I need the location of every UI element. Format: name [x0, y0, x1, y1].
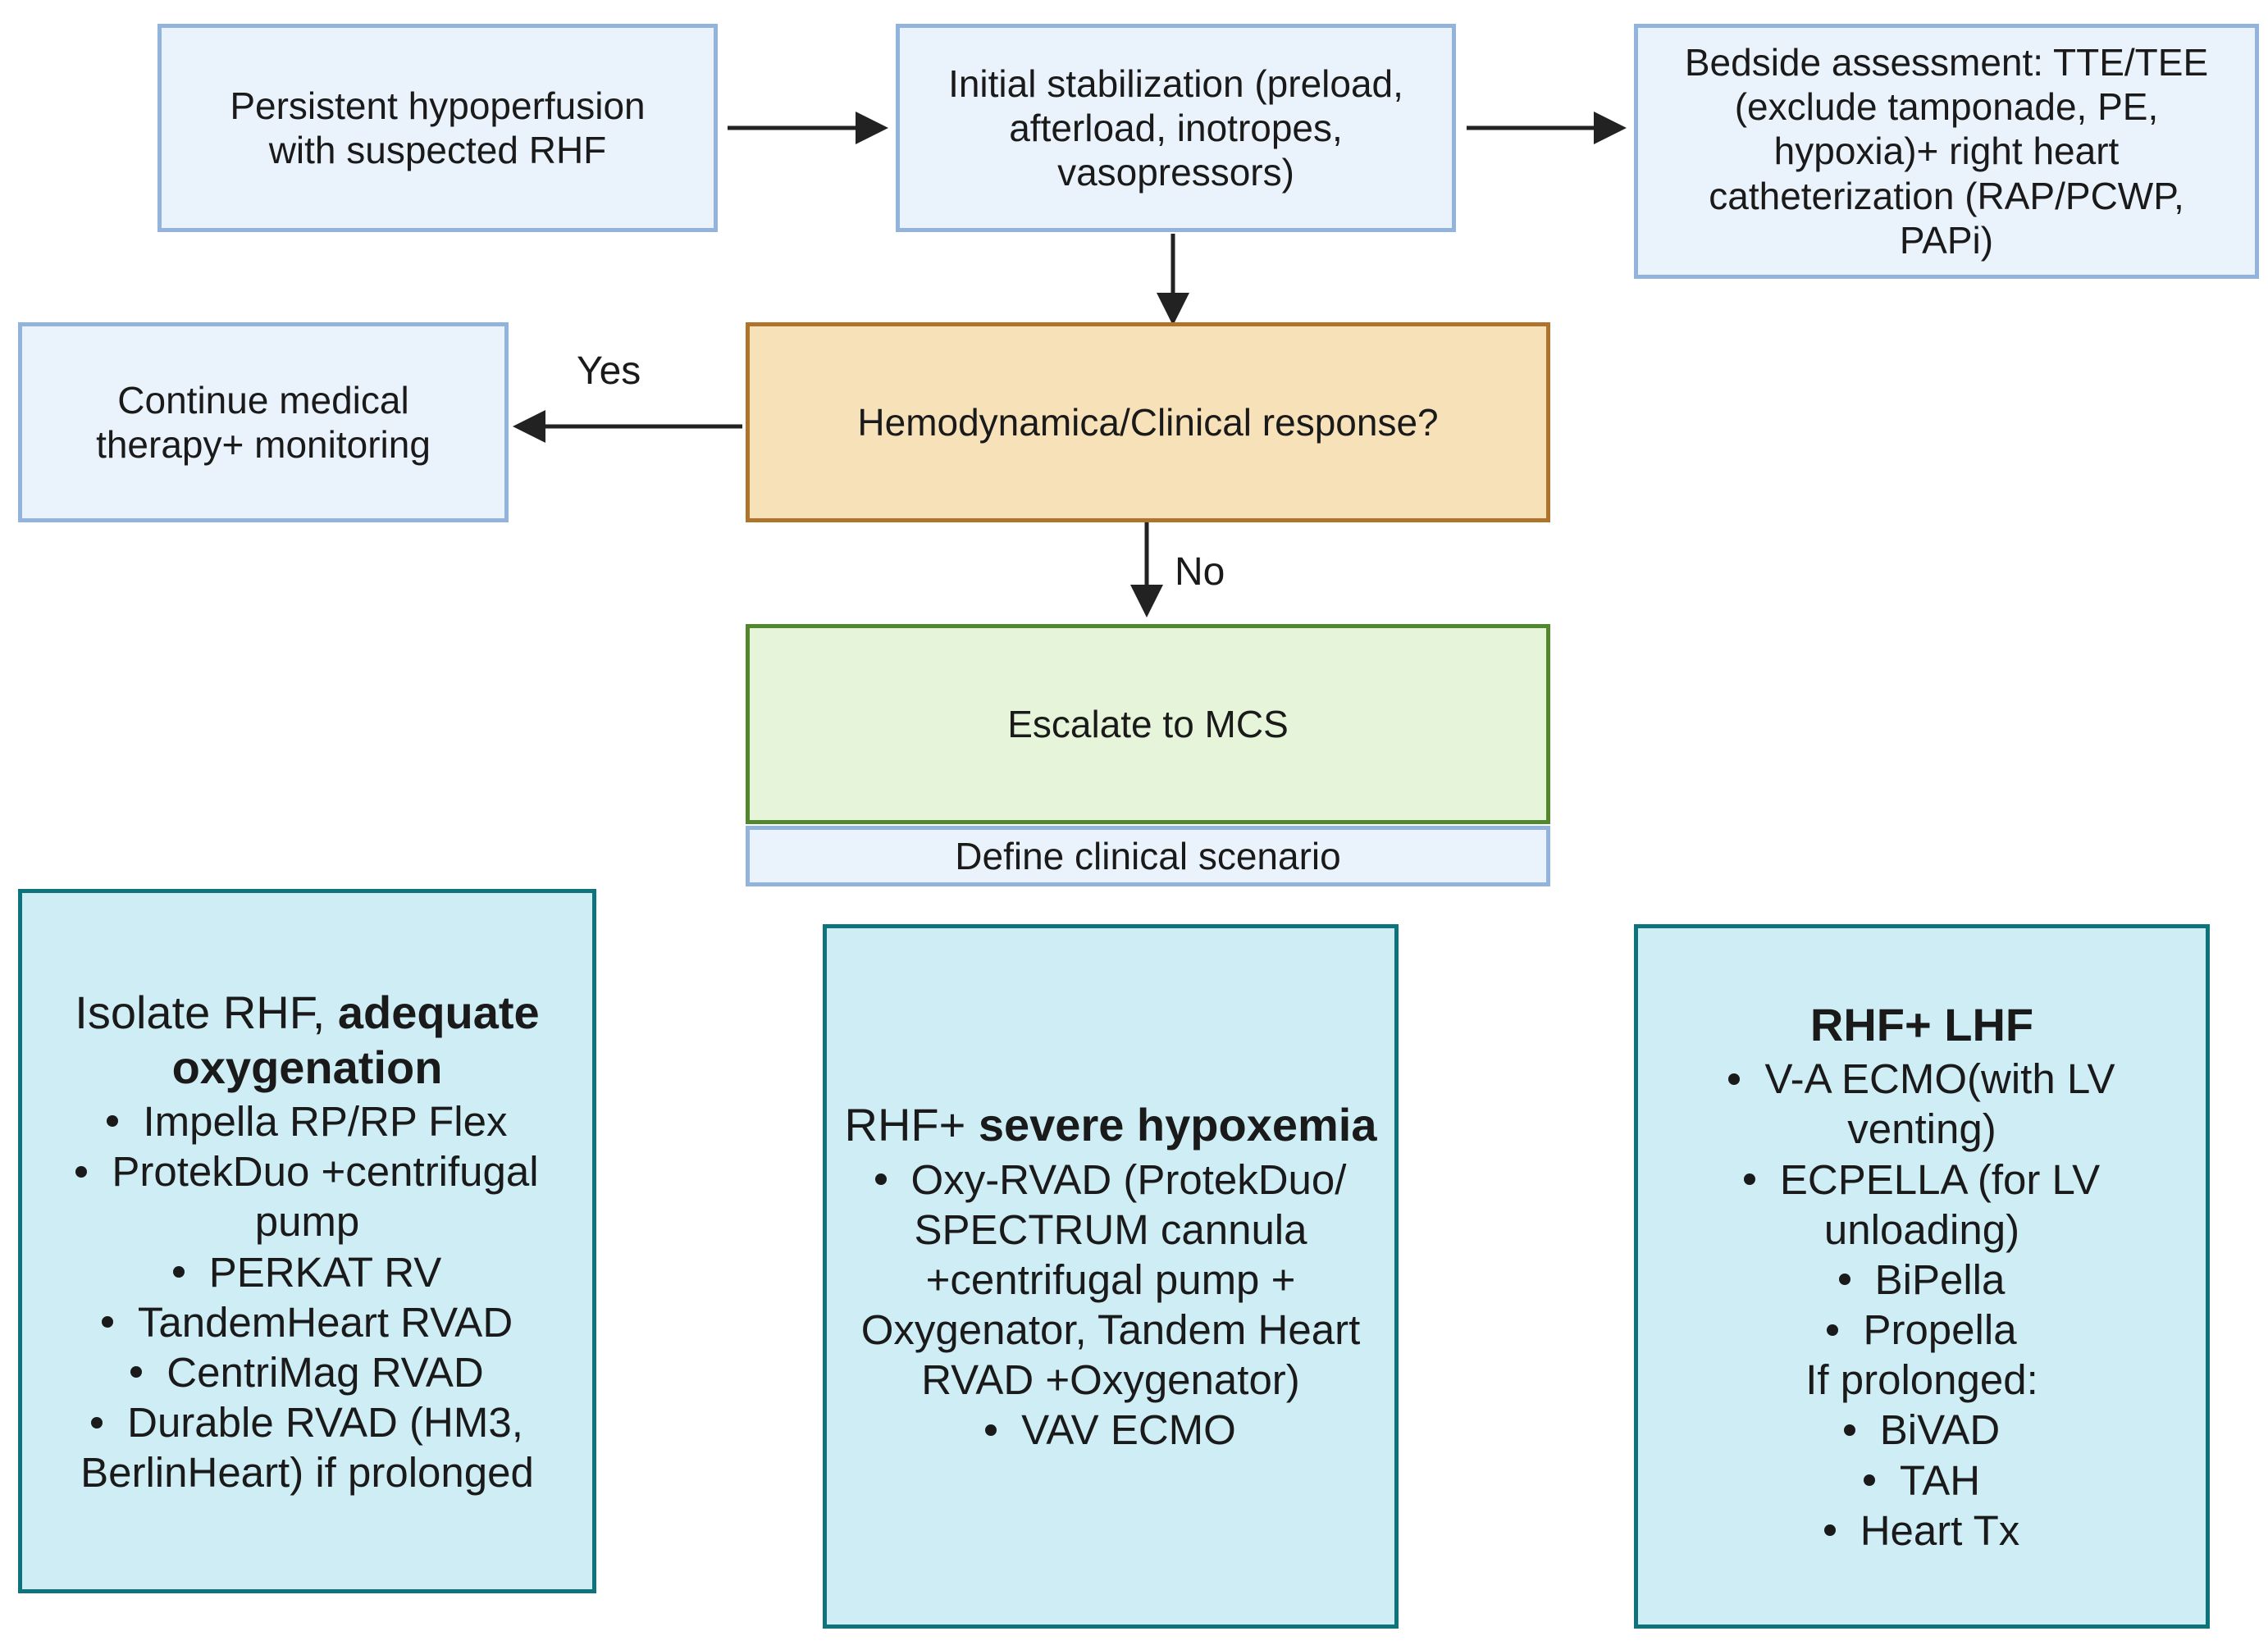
node-continue: Continue medical therapy+ monitoring: [18, 322, 509, 522]
node-assessment: Bedside assessment: TTE/TEE (exclude tam…: [1634, 24, 2259, 279]
node-define-scenario: Define clinical scenario: [746, 826, 1550, 886]
node-hypoperfusion-text: Persistent hypoperfusion with suspected …: [230, 84, 646, 171]
node-continue-text: Continue medical therapy+ monitoring: [96, 378, 431, 466]
option-isolate-rhf-list: Impella RP/RP Flex ProtekDuo +centrifuga…: [39, 1096, 576, 1498]
list-item: PERKAT RV: [39, 1247, 576, 1297]
bullet-icon: [1827, 1324, 1839, 1336]
node-define-scenario-text: Define clinical scenario: [955, 834, 1341, 877]
list-item: TandemHeart RVAD: [39, 1297, 576, 1347]
option-severe-hypoxemia: RHF+ severe hypoxemia Oxy-RVAD (ProtekDu…: [823, 924, 1399, 1629]
node-stabilization-text: Initial stabilization (preload, afterloa…: [948, 62, 1403, 194]
bullet-icon: [874, 1173, 887, 1186]
bullet-icon: [1863, 1474, 1875, 1487]
option-severe-hypoxemia-heading-bold: severe hypoxemia: [978, 1099, 1377, 1151]
list-item: VAV ECMO: [843, 1405, 1378, 1455]
bullet-icon: [75, 1165, 88, 1178]
option-rhf-lhf-heading: RHF+ LHF: [1810, 997, 2033, 1052]
option-isolate-rhf-heading-plain: Isolate RHF,: [75, 986, 338, 1038]
list-item: CentriMag RVAD: [39, 1347, 576, 1397]
bullet-icon: [1823, 1524, 1836, 1537]
node-response-text: Hemodynamica/Clinical response?: [857, 400, 1439, 444]
list-item-plain: If prolonged:: [1805, 1356, 2038, 1404]
bullet-icon: [1728, 1073, 1741, 1085]
bullet-icon: [985, 1424, 997, 1436]
list-item: BiPella: [1654, 1255, 2189, 1305]
list-item: Propella: [1654, 1305, 2189, 1355]
list-item: ECPELLA (for LV unloading): [1654, 1155, 2189, 1255]
option-isolate-rhf-heading: Isolate RHF, adequate oxygenation: [39, 985, 576, 1095]
option-rhf-lhf: RHF+ LHF V-A ECMO(with LV venting) ECPEL…: [1634, 924, 2210, 1629]
option-isolate-rhf-heading-bold: adequate oxygenation: [171, 986, 540, 1093]
node-hypoperfusion: Persistent hypoperfusion with suspected …: [157, 24, 718, 232]
option-severe-hypoxemia-heading-plain: RHF+: [844, 1099, 979, 1151]
bullet-icon: [91, 1416, 103, 1429]
bullet-icon: [101, 1316, 113, 1328]
node-escalate-text: Escalate to MCS: [1007, 702, 1289, 745]
bullet-icon: [1838, 1274, 1850, 1286]
edge-label-no: No: [1175, 550, 1225, 594]
option-rhf-lhf-heading-bold: RHF+ LHF: [1809, 998, 2034, 1050]
bullet-icon: [172, 1266, 185, 1278]
node-escalate: Escalate to MCS: [746, 624, 1550, 824]
list-item: ProtekDuo +centrifugal pump: [39, 1146, 576, 1246]
list-item: Oxy-RVAD (ProtekDuo/ SPECTRUM cannula +c…: [860, 1155, 1361, 1404]
list-item: Heart Tx: [1654, 1506, 2189, 1556]
bullet-icon: [107, 1115, 119, 1128]
option-rhf-lhf-list: V-A ECMO(with LV venting) ECPELLA (for L…: [1654, 1054, 2189, 1556]
option-severe-hypoxemia-heading: RHF+ severe hypoxemia: [845, 1097, 1377, 1152]
list-item: Impella RP/RP Flex: [39, 1096, 576, 1146]
bullet-icon: [130, 1366, 143, 1378]
bullet-icon: [1843, 1424, 1855, 1436]
list-item: V-A ECMO(with LV venting): [1654, 1054, 2189, 1154]
edge-label-yes: Yes: [577, 349, 641, 393]
list-item: BiVAD: [1654, 1405, 2189, 1455]
node-stabilization: Initial stabilization (preload, afterloa…: [896, 24, 1456, 232]
list-item: TAH: [1654, 1456, 2189, 1506]
bullet-icon: [1743, 1173, 1755, 1186]
list-item: Durable RVAD (HM3, BerlinHeart) if prolo…: [80, 1399, 534, 1497]
node-assessment-text: Bedside assessment: TTE/TEE (exclude tam…: [1684, 40, 2209, 262]
option-isolate-rhf: Isolate RHF, adequate oxygenation Impell…: [18, 889, 596, 1593]
option-severe-hypoxemia-list: Oxy-RVAD (ProtekDuo/ SPECTRUM cannula +c…: [843, 1155, 1378, 1456]
node-response: Hemodynamica/Clinical response?: [746, 322, 1550, 522]
